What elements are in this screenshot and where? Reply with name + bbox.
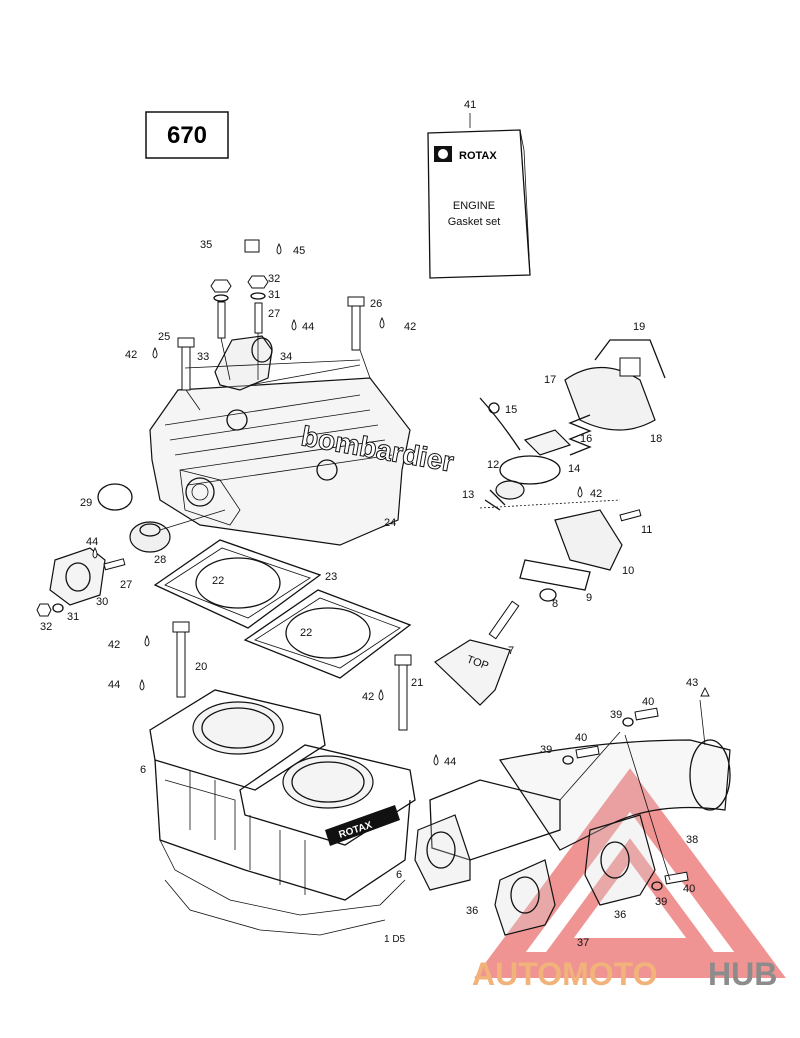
callout: 20 <box>195 661 207 673</box>
callout: 28 <box>154 554 166 566</box>
callout: 44 <box>108 679 120 691</box>
callout: 15 <box>505 404 517 416</box>
callout: 40 <box>642 696 654 708</box>
callout: 36 <box>614 909 626 921</box>
gasket-set-booklet: ROTAX ENGINE Gasket set <box>427 113 531 279</box>
watermark-inner-triangle <box>546 838 714 952</box>
callout: 42 <box>404 321 416 333</box>
callout: 31 <box>67 611 79 623</box>
callout: 41 <box>464 99 476 111</box>
callout: 38 <box>686 834 698 846</box>
callout: 12 <box>487 459 499 471</box>
callouts: 41 35 45 32 31 27 44 26 42 25 42 33 34 1… <box>40 99 698 949</box>
callout: 30 <box>96 596 108 608</box>
callout: 36 <box>466 905 478 917</box>
callout: 17 <box>544 374 556 386</box>
callout: 27 <box>120 579 132 591</box>
callout: 35 <box>200 239 212 251</box>
booklet-line2: Gasket set <box>448 216 501 228</box>
callout: 7 <box>508 645 514 657</box>
callout: 40 <box>683 883 695 895</box>
model-number: 670 <box>167 122 207 149</box>
callout: 22 <box>212 575 224 587</box>
head-gaskets <box>153 539 412 679</box>
callout: 31 <box>268 289 280 301</box>
callout: 42 <box>362 691 374 703</box>
drop-markers <box>92 242 710 766</box>
exhaust-parts <box>414 699 731 936</box>
callout: 6 <box>140 764 146 776</box>
rave-valve-assembly: TOP <box>434 339 666 706</box>
callout: 26 <box>370 298 382 310</box>
callout: 18 <box>650 433 662 445</box>
callout: 22 <box>300 627 312 639</box>
head-fasteners <box>177 239 371 411</box>
callout: 34 <box>280 351 292 363</box>
callout: 14 <box>568 463 580 475</box>
callout: 16 <box>580 433 592 445</box>
callout: 27 <box>268 308 280 320</box>
callout: 37 <box>577 937 589 949</box>
cylinder-head: bombardier <box>149 377 457 546</box>
watermark-logo <box>474 768 786 978</box>
callout: 42 <box>590 488 602 500</box>
callout: 25 <box>158 331 170 343</box>
callout: 39 <box>610 709 622 721</box>
callout: 45 <box>293 245 305 257</box>
callout: 42 <box>108 639 120 651</box>
callout: 39 <box>655 896 667 908</box>
cylinder-bolts <box>172 621 412 731</box>
callout: 21 <box>411 677 423 689</box>
callout: 44 <box>86 536 98 548</box>
model-box: 670 <box>145 111 229 159</box>
watermark-part1: AUTOMOTO <box>472 956 657 992</box>
callout: 24 <box>384 517 396 529</box>
cylinders: ROTAX <box>149 689 416 936</box>
callout: 13 <box>462 489 474 501</box>
cylinder-badge <box>325 805 400 846</box>
callout: 11 <box>641 524 652 536</box>
watermark-text: AUTOMOTO HUB <box>472 956 777 992</box>
booklet-line1: ENGINE <box>453 200 495 212</box>
callout: 10 <box>622 565 634 577</box>
callout: 39 <box>540 744 552 756</box>
callout: 32 <box>40 621 52 633</box>
callout: 43 <box>686 677 698 689</box>
callout: 32 <box>268 273 280 285</box>
drawing-code: 1 D5 <box>384 934 406 945</box>
callout: 9 <box>586 592 592 604</box>
callout: 8 <box>552 598 558 610</box>
booklet-brand: ROTAX <box>459 150 497 162</box>
callout: 40 <box>575 732 587 744</box>
thermostat-parts <box>36 483 226 617</box>
callout: 19 <box>633 321 645 333</box>
callout: 44 <box>444 756 456 768</box>
callout: 23 <box>325 571 337 583</box>
callout: 6 <box>396 869 402 881</box>
watermark-part2: HUB <box>708 956 777 992</box>
callout: 42 <box>125 349 137 361</box>
callout: 33 <box>197 351 209 363</box>
callout: 44 <box>302 321 314 333</box>
callout: 29 <box>80 497 92 509</box>
watermark-triangle <box>474 768 786 978</box>
